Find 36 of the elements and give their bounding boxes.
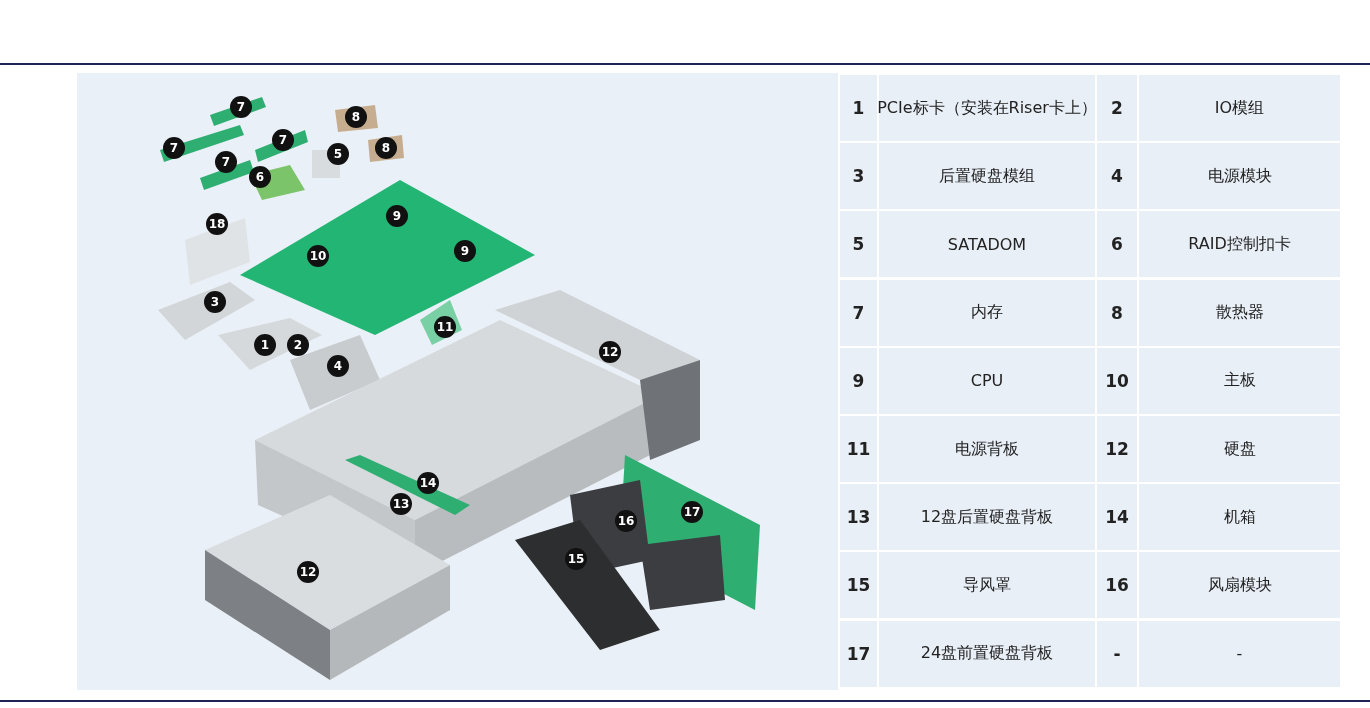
- table-cell: IO模组: [1139, 75, 1340, 141]
- table-cell: 16: [1097, 552, 1137, 619]
- table-cell: 6: [1097, 211, 1137, 278]
- table-cell: 主板: [1139, 347, 1340, 414]
- table-cell: 2: [1097, 75, 1137, 141]
- table-cell: 机箱: [1139, 484, 1340, 551]
- table-cell: 电源背板: [879, 416, 1095, 482]
- table-cell: SATADOM: [879, 211, 1095, 278]
- table-cell: 3: [840, 143, 877, 210]
- table-cell: 5: [840, 211, 877, 278]
- table-cell: 13: [840, 484, 877, 551]
- table-cell: 硬盘: [1139, 416, 1340, 482]
- table-cell: 风扇模块: [1139, 552, 1340, 619]
- table-cell: 4: [1097, 143, 1137, 210]
- table-cell: 1: [840, 75, 877, 141]
- table-cell: 17: [840, 620, 877, 687]
- table-cell: 12盘后置硬盘背板: [879, 484, 1095, 551]
- table-cell: 8: [1097, 279, 1137, 346]
- table-cell: 内存: [879, 279, 1095, 346]
- table-cell: PCIe标卡（安装在Riser卡上）: [879, 75, 1095, 141]
- table-cell: 11: [840, 416, 877, 482]
- table-cell: 14: [1097, 484, 1137, 551]
- table-cell: 9: [840, 347, 877, 414]
- table-cell: CPU: [879, 347, 1095, 414]
- table-cell: RAID控制扣卡: [1139, 211, 1340, 278]
- table-cell: -: [1139, 620, 1340, 687]
- table-cell: 12: [1097, 416, 1137, 482]
- table-cell: 后置硬盘模组: [879, 143, 1095, 210]
- table-cell: 电源模块: [1139, 143, 1340, 210]
- table-cell: 15: [840, 552, 877, 619]
- table-cell: 散热器: [1139, 279, 1340, 346]
- table-cell: 10: [1097, 347, 1137, 414]
- table-cell: 导风罩: [879, 552, 1095, 619]
- table-cell: 7: [840, 279, 877, 346]
- table-cell: 24盘前置硬盘背板: [879, 620, 1095, 687]
- table-cell: -: [1097, 620, 1137, 687]
